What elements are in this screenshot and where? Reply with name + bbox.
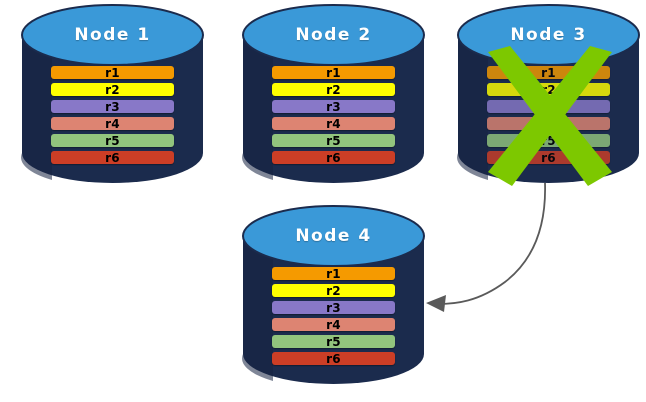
row-bar[interactable]: r4 (487, 117, 610, 130)
row-label: r1 (105, 65, 120, 80)
row-bar[interactable]: r3 (272, 100, 395, 113)
row-label: r3 (541, 99, 556, 114)
row-bar[interactable]: r6 (272, 151, 395, 164)
row-bar[interactable]: r6 (487, 151, 610, 164)
row-bar[interactable]: r6 (51, 151, 174, 164)
row-label: r2 (326, 283, 341, 298)
row-bar[interactable]: r2 (487, 83, 610, 96)
row-stack-3: r1 r2 r3 r4 r5 r6 (458, 66, 639, 164)
row-bar[interactable]: r2 (51, 83, 174, 96)
row-label: r4 (326, 116, 341, 131)
row-label: r4 (326, 317, 341, 332)
row-bar[interactable]: r4 (272, 318, 395, 331)
row-bar[interactable]: r1 (487, 66, 610, 79)
row-label: r4 (541, 116, 556, 131)
row-stack-4: r1 r2 r3 r4 r5 r6 (243, 267, 424, 365)
row-stack-2: r1 r2 r3 r4 r5 r6 (243, 66, 424, 164)
row-label: r3 (326, 99, 341, 114)
row-bar[interactable]: r3 (51, 100, 174, 113)
node-cylinder-1[interactable]: Node 1 r1 r2 r3 r4 r5 r6 (21, 4, 204, 183)
row-bar[interactable]: r3 (487, 100, 610, 113)
row-bar[interactable]: r1 (51, 66, 174, 79)
row-label: r2 (541, 82, 556, 97)
row-label: r5 (326, 133, 341, 148)
row-bar[interactable]: r1 (272, 267, 395, 280)
row-bar[interactable]: r5 (51, 134, 174, 147)
row-label: r1 (326, 65, 341, 80)
row-label: r6 (326, 351, 341, 366)
row-bar[interactable]: r1 (272, 66, 395, 79)
row-bar[interactable]: r5 (272, 335, 395, 348)
row-label: r6 (326, 150, 341, 165)
row-label: r4 (105, 116, 120, 131)
row-bar[interactable]: r6 (272, 352, 395, 365)
row-label: r1 (541, 65, 556, 80)
row-bar[interactable]: r5 (487, 134, 610, 147)
row-bar[interactable]: r4 (272, 117, 395, 130)
row-label: r3 (105, 99, 120, 114)
row-label: r5 (541, 133, 556, 148)
row-bar[interactable]: r2 (272, 83, 395, 96)
row-bar[interactable]: r4 (51, 117, 174, 130)
row-label: r5 (105, 133, 120, 148)
row-label: r1 (326, 266, 341, 281)
row-label: r6 (105, 150, 120, 165)
node-cylinder-2[interactable]: Node 2 r1 r2 r3 r4 r5 r6 (242, 4, 425, 183)
row-bar[interactable]: r5 (272, 134, 395, 147)
node-cylinder-3[interactable]: Node 3 r1 r2 r3 r4 r5 r6 (457, 4, 640, 183)
row-bar[interactable]: r3 (272, 301, 395, 314)
row-label: r2 (326, 82, 341, 97)
node-cylinder-4[interactable]: Node 4 r1 r2 r3 r4 r5 r6 (242, 205, 425, 384)
row-label: r6 (541, 150, 556, 165)
row-label: r5 (326, 334, 341, 349)
row-bar[interactable]: r2 (272, 284, 395, 297)
row-stack-1: r1 r2 r3 r4 r5 r6 (22, 66, 203, 164)
row-label: r2 (105, 82, 120, 97)
row-label: r3 (326, 300, 341, 315)
